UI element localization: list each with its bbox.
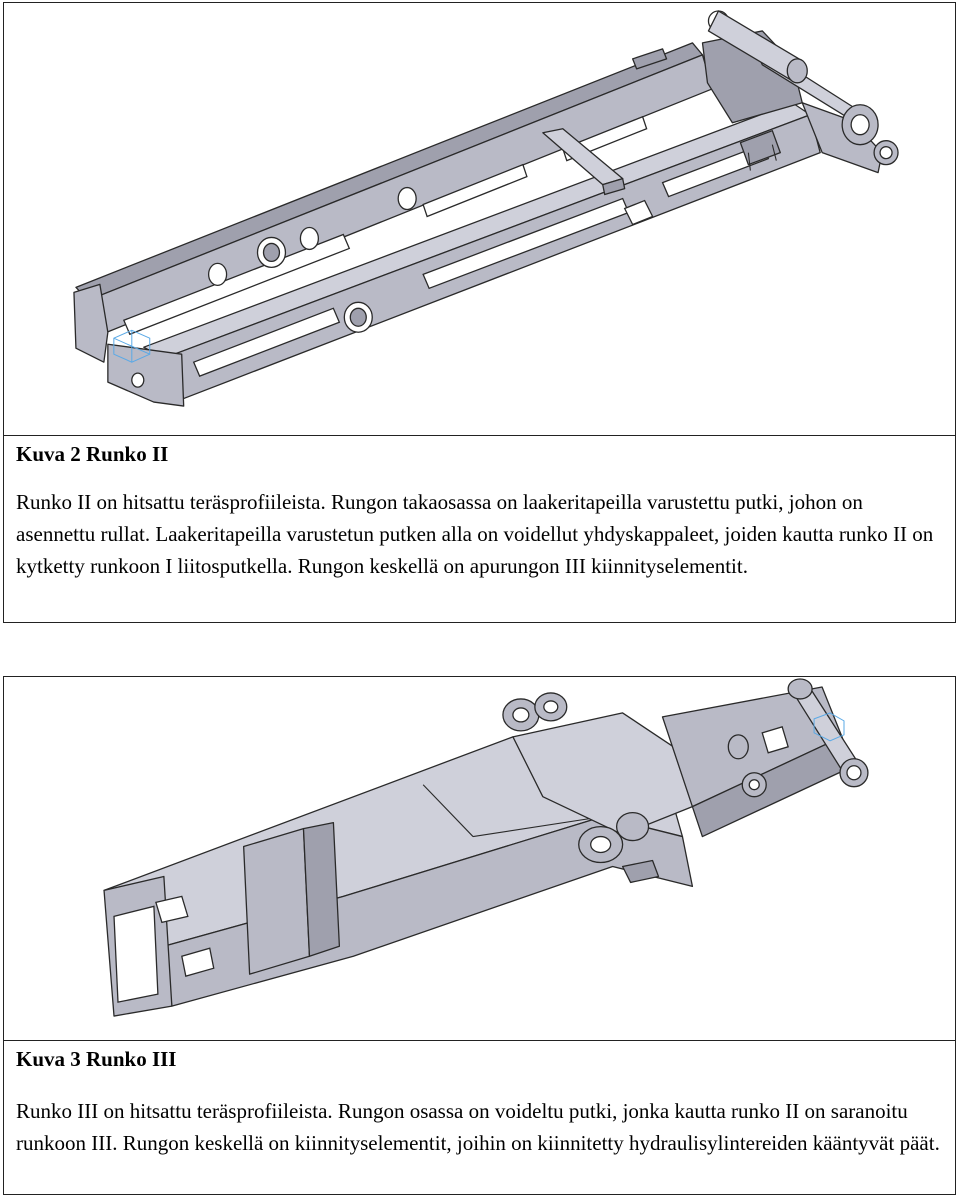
figure-2-table: Kuva 2 Runko II Runko II on hitsattu ter… (3, 2, 956, 623)
figure-3-caption: Kuva 3 Runko III Runko III on hitsattu t… (4, 1041, 955, 1194)
figure-2-title: Kuva 2 Runko II (16, 442, 169, 466)
frame-ii-drawing (73, 10, 899, 407)
figure-2-caption: Kuva 2 Runko II Runko II on hitsattu ter… (4, 436, 955, 622)
figure-3-description: Runko III on hitsattu teräsprofiileista.… (16, 1099, 940, 1155)
frame-iii-drawing (103, 678, 869, 1017)
figure-3-image (4, 677, 955, 1041)
figure-3-table: Kuva 3 Runko III Runko III on hitsattu t… (3, 676, 956, 1195)
figure-2-image (4, 3, 955, 436)
figure-3-title: Kuva 3 Runko III (16, 1047, 177, 1071)
figure-2-description: Runko II on hitsattu teräsprofiileista. … (16, 490, 934, 578)
